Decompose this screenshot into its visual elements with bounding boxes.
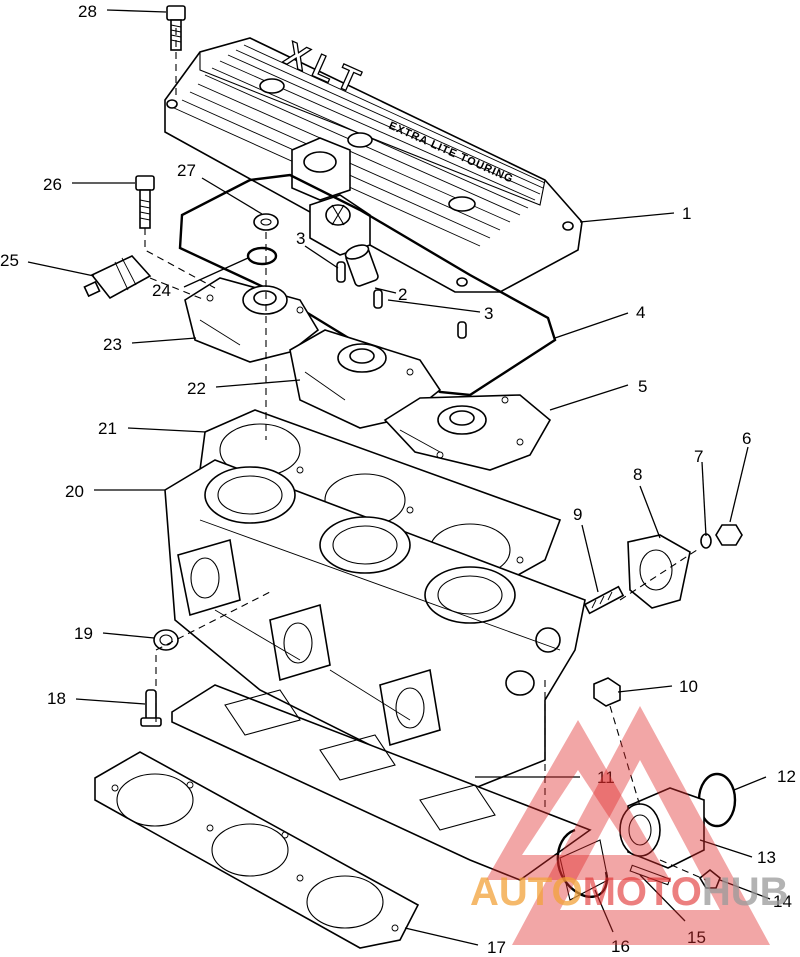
- watermark-auto: AUTO: [470, 870, 583, 914]
- callout-26: 26: [43, 175, 62, 194]
- callout-5: 5: [638, 377, 647, 396]
- callout-11: 11: [597, 768, 615, 787]
- callout-9: 9: [573, 505, 582, 524]
- leader-lines: [27, 9, 771, 946]
- callout-13: 13: [757, 848, 776, 867]
- callout-22: 22: [187, 379, 206, 398]
- watermark-moto: MOTO: [583, 870, 702, 914]
- watermark-logo: AUTOMOTOHUB: [470, 706, 789, 945]
- callout-6: 6: [742, 429, 751, 448]
- callout-14: 14: [773, 892, 792, 911]
- callout-25: 25: [0, 251, 19, 270]
- plug-and-pins: [336, 244, 467, 339]
- callout-23: 23: [103, 335, 122, 354]
- callout-3-lower: 3: [484, 304, 493, 323]
- head-cover: XLT EXTRA LITE TOURING: [164, 34, 583, 293]
- callout-8: 8: [633, 465, 642, 484]
- outlet-fitting: [556, 772, 737, 901]
- callout-15: 15: [687, 928, 706, 947]
- callout-17: 17: [487, 938, 506, 957]
- callout-1: 1: [682, 204, 691, 223]
- callout-10: 10: [679, 677, 698, 696]
- callout-20: 20: [65, 482, 84, 501]
- callout-12: 12: [777, 767, 796, 786]
- exhaust-gasket: [94, 751, 420, 949]
- callout-7: 7: [694, 447, 703, 466]
- small-hardware: [83, 5, 743, 727]
- callout-19: 19: [74, 624, 93, 643]
- callout-16: 16: [611, 937, 630, 956]
- callout-3-upper: 3: [296, 229, 305, 248]
- watermark-hub: HUB: [702, 870, 789, 914]
- cover-gasket-loop: [178, 173, 557, 397]
- callout-21: 21: [98, 419, 117, 438]
- callout-4: 4: [636, 303, 645, 322]
- alignment-lines: [144, 28, 707, 881]
- watermark-text: AUTOMOTOHUB: [470, 870, 789, 914]
- water-jacket-covers: [184, 277, 552, 471]
- callout-18: 18: [47, 689, 66, 708]
- cylinder-block: [164, 459, 586, 791]
- callout-27: 27: [177, 161, 196, 180]
- callout-28: 28: [78, 2, 97, 21]
- base-gasket: [171, 684, 592, 881]
- callout-24: 24: [152, 281, 171, 300]
- callout-2: 2: [398, 285, 407, 304]
